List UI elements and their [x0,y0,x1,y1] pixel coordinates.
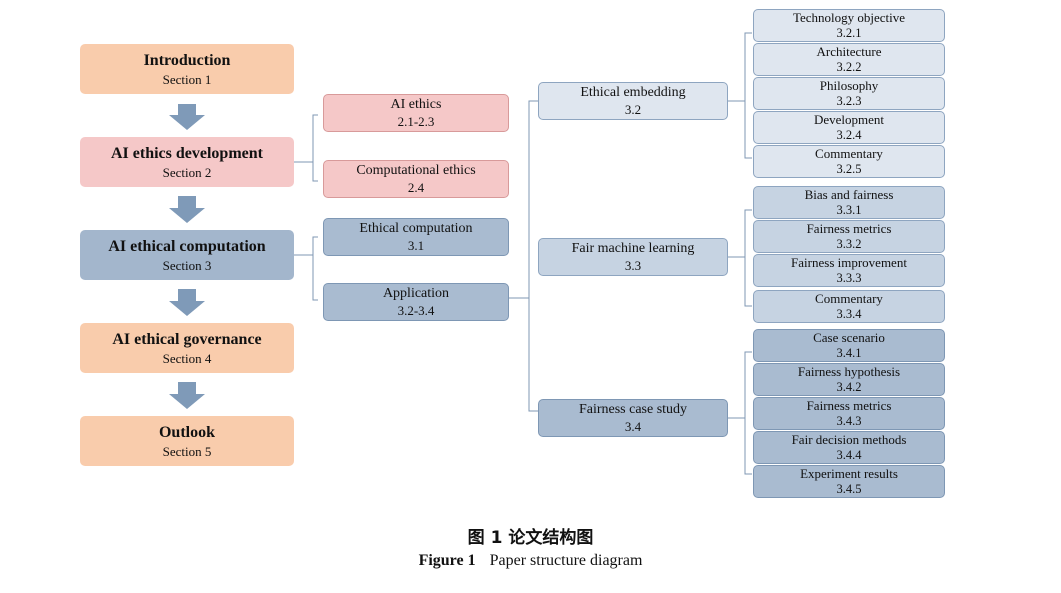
node-fairness-case-study: Fairness case study 3.4 [538,399,728,437]
node-number: 3.2 [624,101,642,117]
leaf-bias-and-fairness: Bias and fairness 3.3.1 [753,186,945,219]
node-title: Application [382,285,450,301]
flow-arrows [169,104,205,409]
leaf-title: Case scenario [813,329,885,345]
leaf-experiment-results: Experiment results 3.4.5 [753,465,945,498]
node-ethical-computation: Ethical computation 3.1 [323,218,509,256]
node-application: Application 3.2-3.4 [323,283,509,321]
leaf-fairness-metrics-34: Fairness metrics 3.4.3 [753,397,945,430]
down-arrow-3 [169,289,205,316]
leaf-number: 3.4.4 [836,447,862,462]
leaf-title: Development [813,111,885,127]
leaf-commentary-32: Commentary 3.2.5 [753,145,945,178]
section-number: Section 5 [162,443,212,459]
node-number: 3.1 [407,237,425,253]
leaf-number: 3.2.1 [836,25,862,40]
section-introduction: Introduction Section 1 [80,44,294,94]
node-ethical-embedding: Ethical embedding 3.2 [538,82,728,120]
section-outlook: Outlook Section 5 [80,416,294,466]
node-title: Fairness case study [578,401,688,417]
section-number: Section 1 [162,71,212,87]
section-title: AI ethical computation [108,237,266,255]
leaf-title: Technology objective [792,9,906,25]
section-ai-ethical-computation: AI ethical computation Section 3 [80,230,294,280]
leaf-title: Commentary [815,290,883,306]
section-title: AI ethics development [111,144,263,162]
bracket-leaves-33 [728,209,752,307]
leaf-number: 3.4.3 [836,413,862,428]
node-ai-ethics: AI ethics 2.1-2.3 [323,94,509,132]
figure-caption-chinese: 图 1 论文结构图 [467,528,594,548]
leaf-title: Architecture [816,43,882,59]
section-ai-ethics-development: AI ethics development Section 2 [80,137,294,187]
node-title: AI ethics [390,96,442,112]
figure-caption-english: Figure 1 Paper structure diagram [0,552,1061,570]
section-title: Outlook [158,423,215,441]
leaf-fair-decision-methods: Fair decision methods 3.4.4 [753,431,945,464]
down-arrow-4 [169,382,205,409]
leaf-title: Fairness metrics [806,397,892,413]
section-number: Section 3 [162,257,212,273]
node-number: 3.2-3.4 [397,302,435,318]
leaf-commentary-33: Commentary 3.3.4 [753,290,945,323]
leaf-architecture: Architecture 3.2.2 [753,43,945,76]
node-number: 3.4 [624,418,642,434]
leaf-title: Philosophy [819,77,879,93]
leaf-fairness-improvement: Fairness improvement 3.3.3 [753,254,945,287]
figure-caption-text: Paper structure diagram [489,552,643,569]
leaf-philosophy: Philosophy 3.2.3 [753,77,945,110]
leaf-number: 3.4.1 [836,345,862,360]
leaf-development: Development 3.2.4 [753,111,945,144]
node-title: Computational ethics [356,162,476,178]
leaf-number: 3.3.1 [836,202,862,217]
leaf-fairness-hypothesis: Fairness hypothesis 3.4.2 [753,363,945,396]
leaf-number: 3.3.4 [836,306,862,321]
leaf-number: 3.4.5 [836,481,862,496]
bracket-leaves-32 [728,32,752,159]
leaf-case-scenario: Case scenario 3.4.1 [753,329,945,362]
down-arrow-2 [169,196,205,223]
node-number: 2.4 [407,179,425,195]
node-fair-machine-learning: Fair machine learning 3.3 [538,238,728,276]
bracket-application [509,100,538,412]
leaf-number: 3.4.2 [836,379,862,394]
leaf-title: Experiment results [800,465,898,481]
leaf-number: 3.3.3 [836,270,862,285]
section-number: Section 4 [162,350,212,366]
node-title: Ethical embedding [580,84,686,100]
leaf-number: 3.3.2 [836,236,862,251]
bracket-leaves-34 [728,351,752,475]
leaf-title: Bias and fairness [804,186,894,202]
leaf-number: 3.2.3 [836,93,862,108]
bracket-section3 [294,236,318,301]
section-title: AI ethical governance [112,330,262,348]
leaf-number: 3.2.2 [836,59,862,74]
leaf-fairness-metrics-33: Fairness metrics 3.3.2 [753,220,945,253]
section-ai-ethical-governance: AI ethical governance Section 4 [80,323,294,373]
leaf-title: Fairness hypothesis [797,363,901,379]
leaf-title: Fairness improvement [791,254,907,270]
leaf-technology-objective: Technology objective 3.2.1 [753,9,945,42]
node-title: Fair machine learning [571,240,695,256]
node-computational-ethics: Computational ethics 2.4 [323,160,509,198]
down-arrow-1 [169,104,205,130]
leaf-title: Fair decision methods [791,431,907,447]
node-number: 3.3 [624,257,642,273]
figure-label: Figure 1 [418,552,476,569]
leaf-title: Fairness metrics [806,220,892,236]
leaf-number: 3.2.5 [836,161,862,176]
node-title: Ethical computation [359,220,473,236]
node-number: 2.1-2.3 [397,113,435,129]
leaf-number: 3.2.4 [836,127,862,142]
section-title: Introduction [143,51,231,69]
section-number: Section 2 [162,164,212,180]
bracket-section2 [294,114,318,182]
leaf-title: Commentary [815,145,883,161]
